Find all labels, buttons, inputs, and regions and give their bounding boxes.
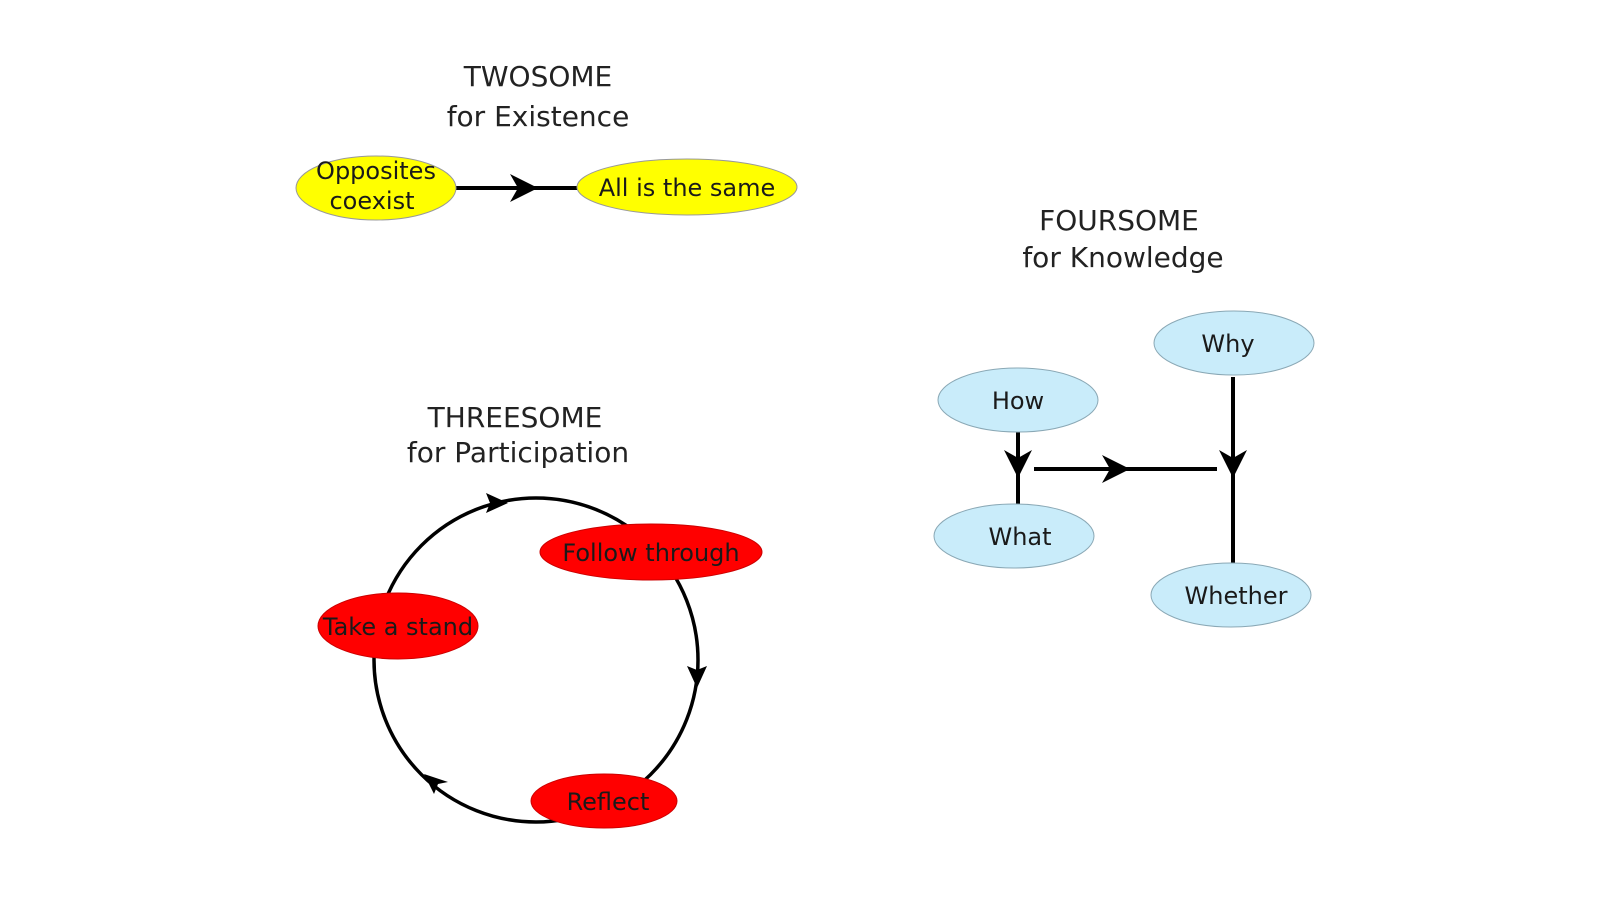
twosome-subtitle: for Existence	[447, 100, 630, 133]
node-opposites-coexist-shape	[295, 155, 457, 221]
node-how[interactable]: How	[937, 367, 1099, 433]
threesome-arrowhead-top	[486, 493, 508, 513]
node-what-label: What	[988, 523, 1051, 551]
node-why-shape	[1153, 310, 1315, 376]
foursome-arrowhead-why-whether	[1219, 450, 1247, 478]
threesome-arrowhead-right	[687, 666, 707, 688]
threesome-group: THREESOME for Participation Follow throu…	[317, 401, 763, 829]
node-follow-through-label: Follow through	[562, 539, 739, 567]
threesome-cycle	[372, 496, 700, 824]
threesome-title: THREESOME	[427, 401, 603, 434]
node-all-is-the-same[interactable]: All is the same	[576, 158, 798, 216]
foursome-arrowhead-horizontal	[1102, 455, 1130, 483]
node-how-shape	[937, 367, 1099, 433]
foursome-title: FOURSOME	[1039, 204, 1199, 237]
foursome-group: FOURSOME for Knowledge How What Why Whet…	[933, 204, 1315, 628]
node-opposites-coexist[interactable]: Opposites coexist	[295, 155, 457, 221]
node-take-a-stand-shape	[317, 592, 479, 660]
foursome-arrowhead-how-what	[1004, 450, 1032, 478]
node-what-shape	[933, 503, 1095, 569]
node-follow-through-shape	[539, 523, 763, 581]
node-follow-through[interactable]: Follow through	[539, 523, 763, 581]
node-whether-shape	[1150, 562, 1312, 628]
node-take-a-stand-label: Take a stand	[322, 613, 473, 641]
node-opposites-coexist-label-line1: Opposites	[316, 157, 436, 185]
node-how-label: How	[992, 387, 1044, 415]
node-reflect[interactable]: Reflect	[530, 773, 678, 829]
threesome-subtitle: for Participation	[407, 436, 629, 469]
node-why-label: Why	[1201, 330, 1254, 358]
foursome-subtitle: for Knowledge	[1022, 241, 1223, 274]
twosome-arrowhead	[510, 174, 538, 202]
node-why[interactable]: Why	[1153, 310, 1315, 376]
twosome-title: TWOSOME	[463, 60, 613, 93]
threesome-arrowhead-bottom-left	[424, 774, 448, 794]
node-opposites-coexist-label-line2: coexist	[329, 187, 414, 215]
node-whether-label: Whether	[1185, 582, 1288, 610]
twosome-group: TWOSOME for Existence Opposites coexist …	[295, 60, 798, 221]
node-take-a-stand[interactable]: Take a stand	[317, 592, 479, 660]
node-whether[interactable]: Whether	[1150, 562, 1312, 628]
node-all-is-the-same-label: All is the same	[599, 174, 776, 202]
node-what[interactable]: What	[933, 503, 1095, 569]
node-reflect-label: Reflect	[567, 788, 650, 816]
node-all-is-the-same-shape	[576, 158, 798, 216]
node-reflect-shape	[530, 773, 678, 829]
